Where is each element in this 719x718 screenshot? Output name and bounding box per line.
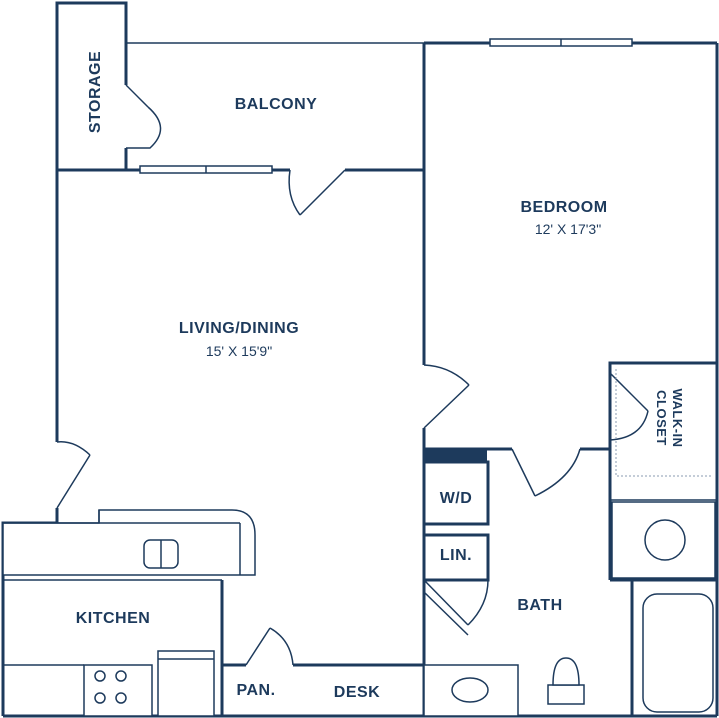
- room-labels: STORAGE BALCONY BEDROOM 12' X 17'3" LIVI…: [76, 51, 685, 701]
- kitchen-label: KITCHEN: [76, 610, 151, 627]
- living-dining-dimensions: 15' X 15'9": [206, 343, 272, 359]
- balcony-label: BALCONY: [235, 96, 318, 113]
- interior-walls: [57, 43, 717, 716]
- desk-label: DESK: [334, 684, 380, 701]
- bedroom-label: BEDROOM: [520, 199, 607, 216]
- living-dining-label: LIVING/DINING: [179, 320, 299, 337]
- closet-label-line2: CLOSET: [654, 390, 669, 446]
- bedroom-dimensions: 12' X 17'3": [535, 221, 601, 237]
- windows: [139, 38, 633, 174]
- closet-label-line1: WALK-IN: [670, 388, 685, 447]
- fixtures: [2, 369, 716, 717]
- storage-label: STORAGE: [87, 51, 104, 133]
- pantry-label: PAN.: [236, 682, 275, 699]
- bath-label: BATH: [517, 597, 562, 614]
- wd-vent: [424, 449, 487, 463]
- linen-label: LIN.: [440, 547, 472, 564]
- doors: [56, 84, 649, 666]
- wd-label: W/D: [440, 490, 473, 507]
